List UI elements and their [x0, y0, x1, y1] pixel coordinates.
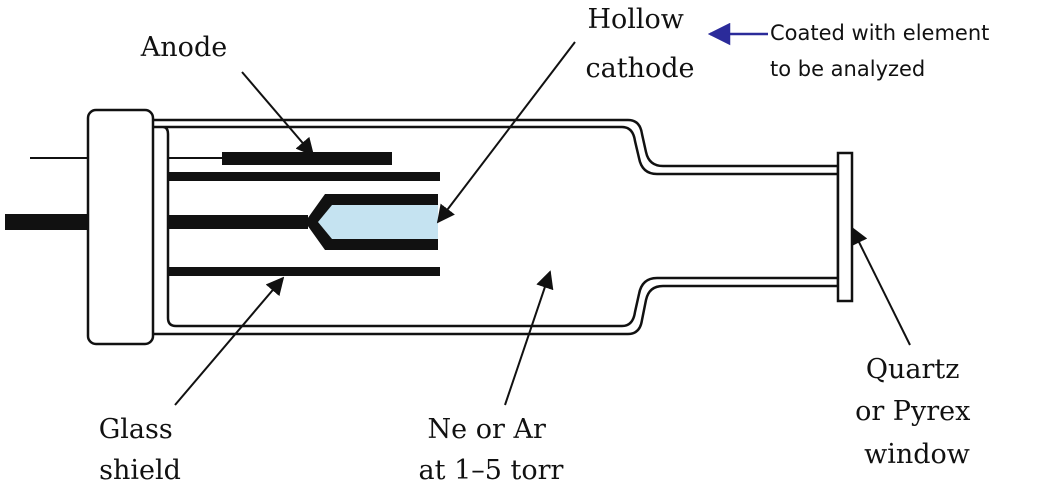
anode-pointer — [241, 71, 315, 157]
gas-pointer — [504, 270, 554, 406]
glass-shield-bottom — [168, 267, 440, 276]
window-pointer — [851, 226, 911, 346]
glass-shield-top — [168, 172, 440, 181]
window-label: Quartz or Pyrex window — [855, 354, 979, 470]
coating-note-label: Coated with element to be analyzed — [770, 21, 996, 81]
glass-shield-label: Glass shield — [99, 414, 182, 486]
shield-pointer — [174, 276, 285, 406]
fill-gas-label: Ne or Ar at 1–5 torr — [419, 414, 564, 486]
anode — [222, 152, 392, 165]
lamp-base — [86, 108, 155, 346]
cathode-pointer — [436, 41, 576, 224]
hollow-cathode-label: Hollow cathode — [586, 4, 695, 84]
thick-lead-wire — [5, 214, 90, 230]
hollow-cathode-cavity — [318, 205, 438, 239]
anode-label: Anode — [140, 32, 227, 63]
glass-envelope-inner — [153, 125, 838, 328]
quartz-window — [836, 151, 854, 303]
cathode-rod — [168, 215, 308, 229]
